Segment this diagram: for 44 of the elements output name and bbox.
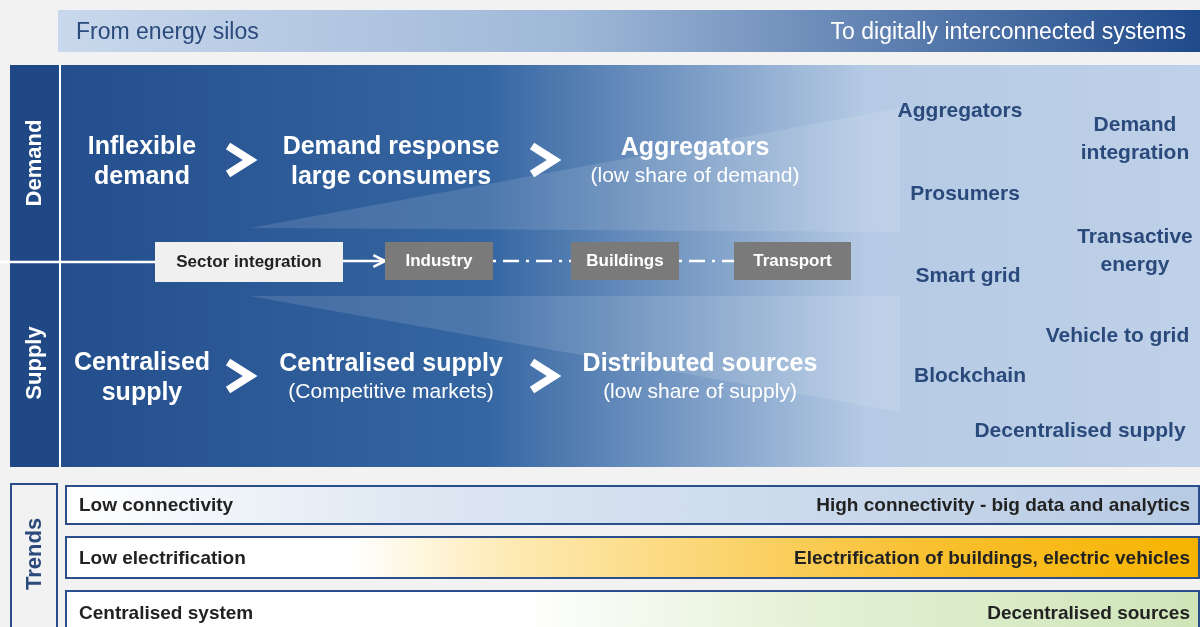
header-band (58, 10, 1200, 52)
trend-start-label: Low connectivity (79, 494, 234, 516)
stage-text: Centralised supply (278, 347, 504, 377)
trend-term: Prosumers (909, 180, 1021, 206)
chevron-arrow (529, 358, 562, 394)
sector-box: Sector integration (155, 242, 343, 282)
trend-term: Decentralised supply (973, 417, 1187, 443)
trend-start-label: Centralised system (79, 601, 254, 624)
stage-text: Demand response large consumers (281, 130, 501, 190)
header-label: From energy silos (76, 17, 259, 45)
stage-text: Inflexible demand (86, 130, 198, 190)
side-label: Demand (21, 118, 47, 209)
trend-term: Transactive energy (1076, 223, 1194, 277)
trend-band (65, 536, 1200, 579)
sector-box: Transport (734, 242, 851, 280)
sector-box: Industry (385, 242, 493, 280)
trend-term: Aggregators (896, 97, 1024, 123)
arrow (343, 253, 387, 269)
trend-band (65, 485, 1200, 525)
trend-term: Demand integration (1079, 111, 1191, 165)
trend-term: Smart grid (914, 262, 1022, 288)
trend-term: Blockchain (912, 362, 1027, 388)
trend-end-label: Decentralised sources (987, 601, 1190, 624)
side-label: Supply (21, 325, 47, 402)
header-label: To digitally interconnected systems (830, 17, 1186, 45)
stage-text: Centralised supply (72, 346, 212, 406)
subtitle-text: (Competitive markets) (287, 378, 495, 404)
trends-box (10, 483, 58, 627)
trend-term: Vehicle to grid (1044, 322, 1191, 348)
connector-line (0, 260, 155, 264)
trend-start-label: Low electrification (79, 546, 246, 569)
connector-line (679, 259, 734, 263)
stage-text: Aggregators (619, 131, 771, 161)
stage-text: Distributed sources (581, 347, 819, 377)
trend-end-label: Electrification of buildings, electric vehicles (794, 546, 1190, 569)
connector-line (493, 259, 571, 263)
trend-end-label: High connectivity - big data and analytics (816, 494, 1190, 516)
subtitle-text: (low share of supply) (602, 378, 798, 404)
trend-band (65, 590, 1200, 627)
chevron-arrow (225, 358, 258, 394)
subtitle-text: (low share of demand) (589, 162, 801, 188)
sector-box: Buildings (571, 242, 679, 280)
chevron-arrow (225, 142, 258, 178)
chevron-arrow (529, 142, 562, 178)
